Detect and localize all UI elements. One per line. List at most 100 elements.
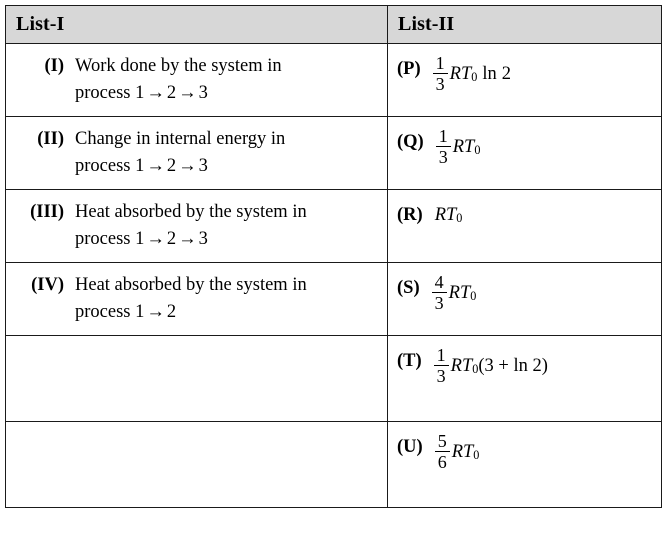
subscript-zero: 0	[456, 211, 463, 225]
fraction-numerator: 1	[435, 53, 445, 73]
arrow-icon: →	[178, 156, 197, 176]
list-i-text-1-line1: Work done by the system in	[75, 56, 282, 76]
fraction-numerator: 4	[434, 272, 444, 292]
list-i-text-2: Change in internal energy in process 1→2…	[64, 126, 383, 180]
list-i-text-3-line2: process 1→2→3	[75, 226, 383, 253]
list-i-cell-1: (I) Work done by the system in process 1…	[5, 43, 388, 117]
arrow-icon: →	[146, 156, 165, 176]
list-ii-label-1: (P)	[397, 59, 421, 79]
fraction-denominator: 3	[435, 74, 445, 95]
fraction-bar	[432, 73, 448, 75]
ln-function: ln	[482, 63, 497, 84]
list-ii-label-2: (Q)	[397, 132, 424, 152]
list-i-text-4-line1: Heat absorbed by the system in	[75, 275, 307, 295]
table-row: (IV) Heat absorbed by the system in proc…	[5, 262, 662, 336]
list-item-empty-1	[6, 336, 387, 421]
ln-argument: 2	[501, 63, 511, 84]
list-ii-label-4: (S)	[397, 278, 420, 298]
arrow-icon: →	[178, 229, 197, 249]
list-i-text-2-line2: process 1→2→3	[75, 153, 383, 180]
list-item-ii: (II) Change in internal energy in proces…	[6, 117, 387, 189]
match-the-column-table-container: List-I List-II (I) Work done by the syst…	[5, 5, 662, 527]
column-header-list-ii: List-II	[387, 5, 662, 44]
list-item-empty-2	[6, 422, 387, 507]
subscript-zero: 0	[472, 361, 479, 376]
table-row: (I) Work done by the system in process 1…	[5, 43, 662, 117]
fraction: 1 3	[432, 53, 448, 95]
variable-R: R	[434, 205, 446, 225]
list-i-label-2: (II)	[37, 129, 64, 149]
variable-T: T	[460, 63, 472, 84]
fraction-bar	[435, 146, 451, 148]
subscript-zero: 0	[470, 288, 477, 303]
process-prefix: process 1	[75, 83, 145, 103]
list-i-cell-3: (III) Heat absorbed by the system in pro…	[5, 189, 388, 263]
list-i-text-3-line1: Heat absorbed by the system in	[75, 202, 307, 222]
fraction: 1 3	[435, 127, 451, 168]
fraction: 1 3	[433, 346, 449, 385]
list-i-label-1: (I)	[44, 56, 64, 76]
list-item-iii: (III) Heat absorbed by the system in pro…	[6, 190, 387, 262]
fraction-numerator: 5	[437, 431, 447, 451]
variable-R: R	[449, 63, 461, 84]
parenthetical-term: (3 + ln 2)	[478, 355, 548, 376]
process-prefix: process 1	[75, 302, 145, 322]
variable-R: R	[448, 282, 460, 303]
list-i-text-1: Work done by the system in process 1→2→3	[64, 53, 383, 107]
arrow-icon: →	[146, 229, 165, 249]
list-i-text-4: Heat absorbed by the system in process 1…	[64, 272, 383, 326]
table-row: (III) Heat absorbed by the system in pro…	[5, 189, 662, 263]
variable-R: R	[451, 441, 463, 462]
process-mid: 2	[166, 229, 177, 249]
fraction-denominator: 3	[434, 293, 444, 314]
process-mid: 2	[166, 302, 177, 322]
list-i-cell-2: (II) Change in internal energy in proces…	[5, 116, 388, 190]
process-end: 3	[198, 156, 208, 176]
list-i-label-4: (IV)	[31, 275, 64, 295]
subscript-zero: 0	[473, 447, 480, 462]
variable-R: R	[452, 136, 465, 157]
table-header-row: List-I List-II	[5, 5, 662, 44]
process-mid: 2	[166, 83, 177, 103]
fraction-denominator: 3	[438, 147, 448, 168]
match-the-column-table: List-I List-II (I) Work done by the syst…	[5, 5, 662, 508]
list-ii-label-5: (T)	[397, 351, 422, 371]
list-i-cell-4: (IV) Heat absorbed by the system in proc…	[5, 262, 388, 336]
list-i-text-4-line2: process 1→2	[75, 299, 383, 326]
arrow-icon: →	[146, 302, 165, 322]
variable-R: R	[450, 355, 462, 376]
list-item-i: (I) Work done by the system in process 1…	[6, 44, 387, 116]
variable-T: T	[446, 205, 457, 225]
variable-T: T	[464, 136, 475, 157]
fraction-bar	[433, 365, 449, 367]
list-ii-label-6: (U)	[397, 437, 423, 457]
subscript-zero: 0	[471, 69, 478, 84]
fraction-bar	[434, 451, 450, 453]
process-mid: 2	[166, 156, 177, 176]
list-item-iv: (IV) Heat absorbed by the system in proc…	[6, 263, 387, 335]
list-i-label-3: (III)	[30, 202, 64, 222]
arrow-icon: →	[178, 83, 197, 103]
fraction-denominator: 6	[437, 452, 447, 473]
column-header-list-i: List-I	[5, 5, 388, 44]
fraction: 5 6	[434, 431, 450, 473]
variable-T: T	[459, 282, 471, 303]
list-i-cell-6-empty	[5, 421, 388, 508]
list-i-text-2-line1: Change in internal energy in	[75, 129, 286, 149]
fraction-bar	[431, 292, 447, 294]
